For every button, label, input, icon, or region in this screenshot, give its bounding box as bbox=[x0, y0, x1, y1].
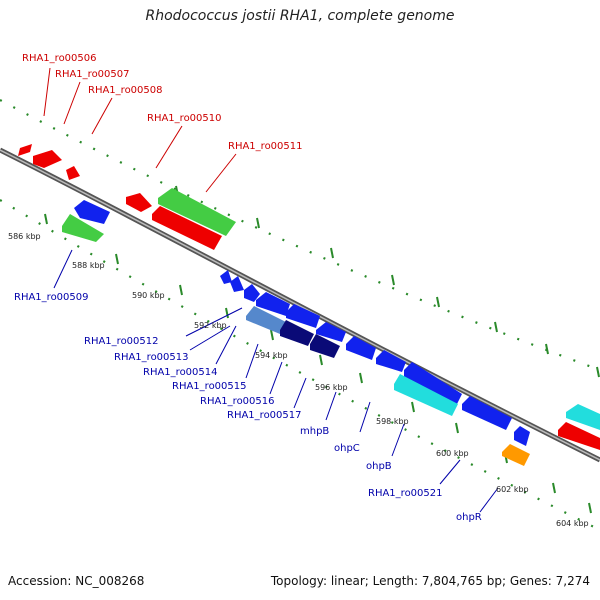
reverse-strand-genes bbox=[62, 200, 530, 466]
label-ro00506[interactable]: RHA1_ro00506 bbox=[22, 53, 97, 64]
gene-ohpR-blue[interactable] bbox=[514, 426, 530, 446]
tick-594: 594 kbp bbox=[255, 351, 288, 360]
label-ro00513[interactable]: RHA1_ro00513 bbox=[114, 352, 189, 363]
gene-small-1[interactable] bbox=[220, 270, 232, 284]
label-ohpC[interactable]: ohpC bbox=[334, 443, 360, 454]
label-ro00512[interactable]: RHA1_ro00512 bbox=[84, 336, 159, 347]
tick-600: 600 kbp bbox=[436, 449, 469, 458]
gene-ro00509-blue[interactable] bbox=[74, 200, 110, 224]
gene-ohpB-cyan[interactable] bbox=[394, 374, 458, 416]
gene-ro00509-green[interactable] bbox=[62, 214, 104, 242]
gene-ro00507[interactable] bbox=[33, 150, 62, 168]
gene-ro00512[interactable] bbox=[244, 284, 260, 302]
tick-590: 590 kbp bbox=[132, 291, 165, 300]
label-ro00510[interactable]: RHA1_ro00510 bbox=[147, 113, 222, 124]
gene-ro00511-red[interactable] bbox=[152, 206, 222, 250]
label-ro00507[interactable]: RHA1_ro00507 bbox=[55, 69, 130, 80]
accession-text: Accession: NC_008268 bbox=[8, 574, 145, 588]
tick-586: 586 kbp bbox=[8, 232, 41, 241]
gene-ro00521[interactable] bbox=[462, 396, 512, 430]
gene-ro00508[interactable] bbox=[66, 166, 80, 180]
gene-ro00506[interactable] bbox=[18, 144, 32, 156]
gene-ro00511-green[interactable] bbox=[158, 188, 236, 236]
gene-ro00510[interactable] bbox=[126, 193, 152, 212]
gene-right-red[interactable] bbox=[558, 422, 600, 450]
tick-588: 588 kbp bbox=[72, 261, 105, 270]
outer-guide-lower bbox=[0, 199, 600, 531]
label-ohpB[interactable]: ohpB bbox=[366, 461, 392, 472]
gene-ro00517[interactable] bbox=[310, 334, 340, 358]
gene-ro00516[interactable] bbox=[280, 320, 314, 346]
major-ticks bbox=[44, 185, 600, 514]
map-title: Rhodococcus jostii RHA1, complete genome bbox=[145, 8, 455, 24]
tick-labels: 586 kbp 588 kbp 590 kbp 592 kbp 594 kbp … bbox=[8, 232, 589, 528]
label-ro00514[interactable]: RHA1_ro00514 bbox=[143, 367, 218, 378]
forward-strand-genes bbox=[18, 144, 600, 450]
label-mhpB[interactable]: mhpB bbox=[300, 426, 329, 437]
label-ro00515[interactable]: RHA1_ro00515 bbox=[172, 381, 247, 392]
tick-598: 598 kbp bbox=[376, 417, 409, 426]
label-ohpR[interactable]: ohpR bbox=[456, 512, 482, 523]
gene-right-cyan[interactable] bbox=[566, 404, 600, 430]
tick-592: 592 kbp bbox=[194, 321, 227, 330]
gene-ro00514[interactable] bbox=[286, 304, 320, 328]
gene-ohpR[interactable] bbox=[502, 444, 530, 466]
label-ro00509[interactable]: RHA1_ro00509 bbox=[14, 292, 89, 303]
gene-ohpC[interactable] bbox=[376, 350, 406, 372]
label-ro00516[interactable]: RHA1_ro00516 bbox=[200, 396, 275, 407]
gene-ohpB-long[interactable] bbox=[404, 362, 462, 406]
genome-summary-text: Topology: linear; Length: 7,804,765 bp; … bbox=[270, 574, 590, 588]
genome-backbone-highlight bbox=[0, 149, 600, 461]
gene-small-2[interactable] bbox=[230, 276, 244, 292]
gene-ro00513[interactable] bbox=[256, 292, 290, 316]
label-ro00511[interactable]: RHA1_ro00511 bbox=[228, 141, 303, 152]
reverse-gene-labels: RHA1_ro00509 RHA1_ro00512 RHA1_ro00513 R… bbox=[14, 292, 482, 523]
gene-ro00515[interactable] bbox=[246, 306, 286, 334]
tick-602: 602 kbp bbox=[496, 485, 529, 494]
tick-596: 596 kbp bbox=[315, 383, 348, 392]
label-leaders bbox=[43, 67, 499, 513]
label-ro00517[interactable]: RHA1_ro00517 bbox=[227, 410, 302, 421]
tick-604: 604 kbp bbox=[556, 519, 589, 528]
label-ro00508[interactable]: RHA1_ro00508 bbox=[88, 85, 163, 96]
forward-gene-labels: RHA1_ro00506 RHA1_ro00507 RHA1_ro00508 R… bbox=[22, 53, 303, 152]
gene-mid-1[interactable] bbox=[346, 336, 376, 360]
label-ro00521[interactable]: RHA1_ro00521 bbox=[368, 488, 443, 499]
gene-mhpB[interactable] bbox=[316, 322, 346, 342]
